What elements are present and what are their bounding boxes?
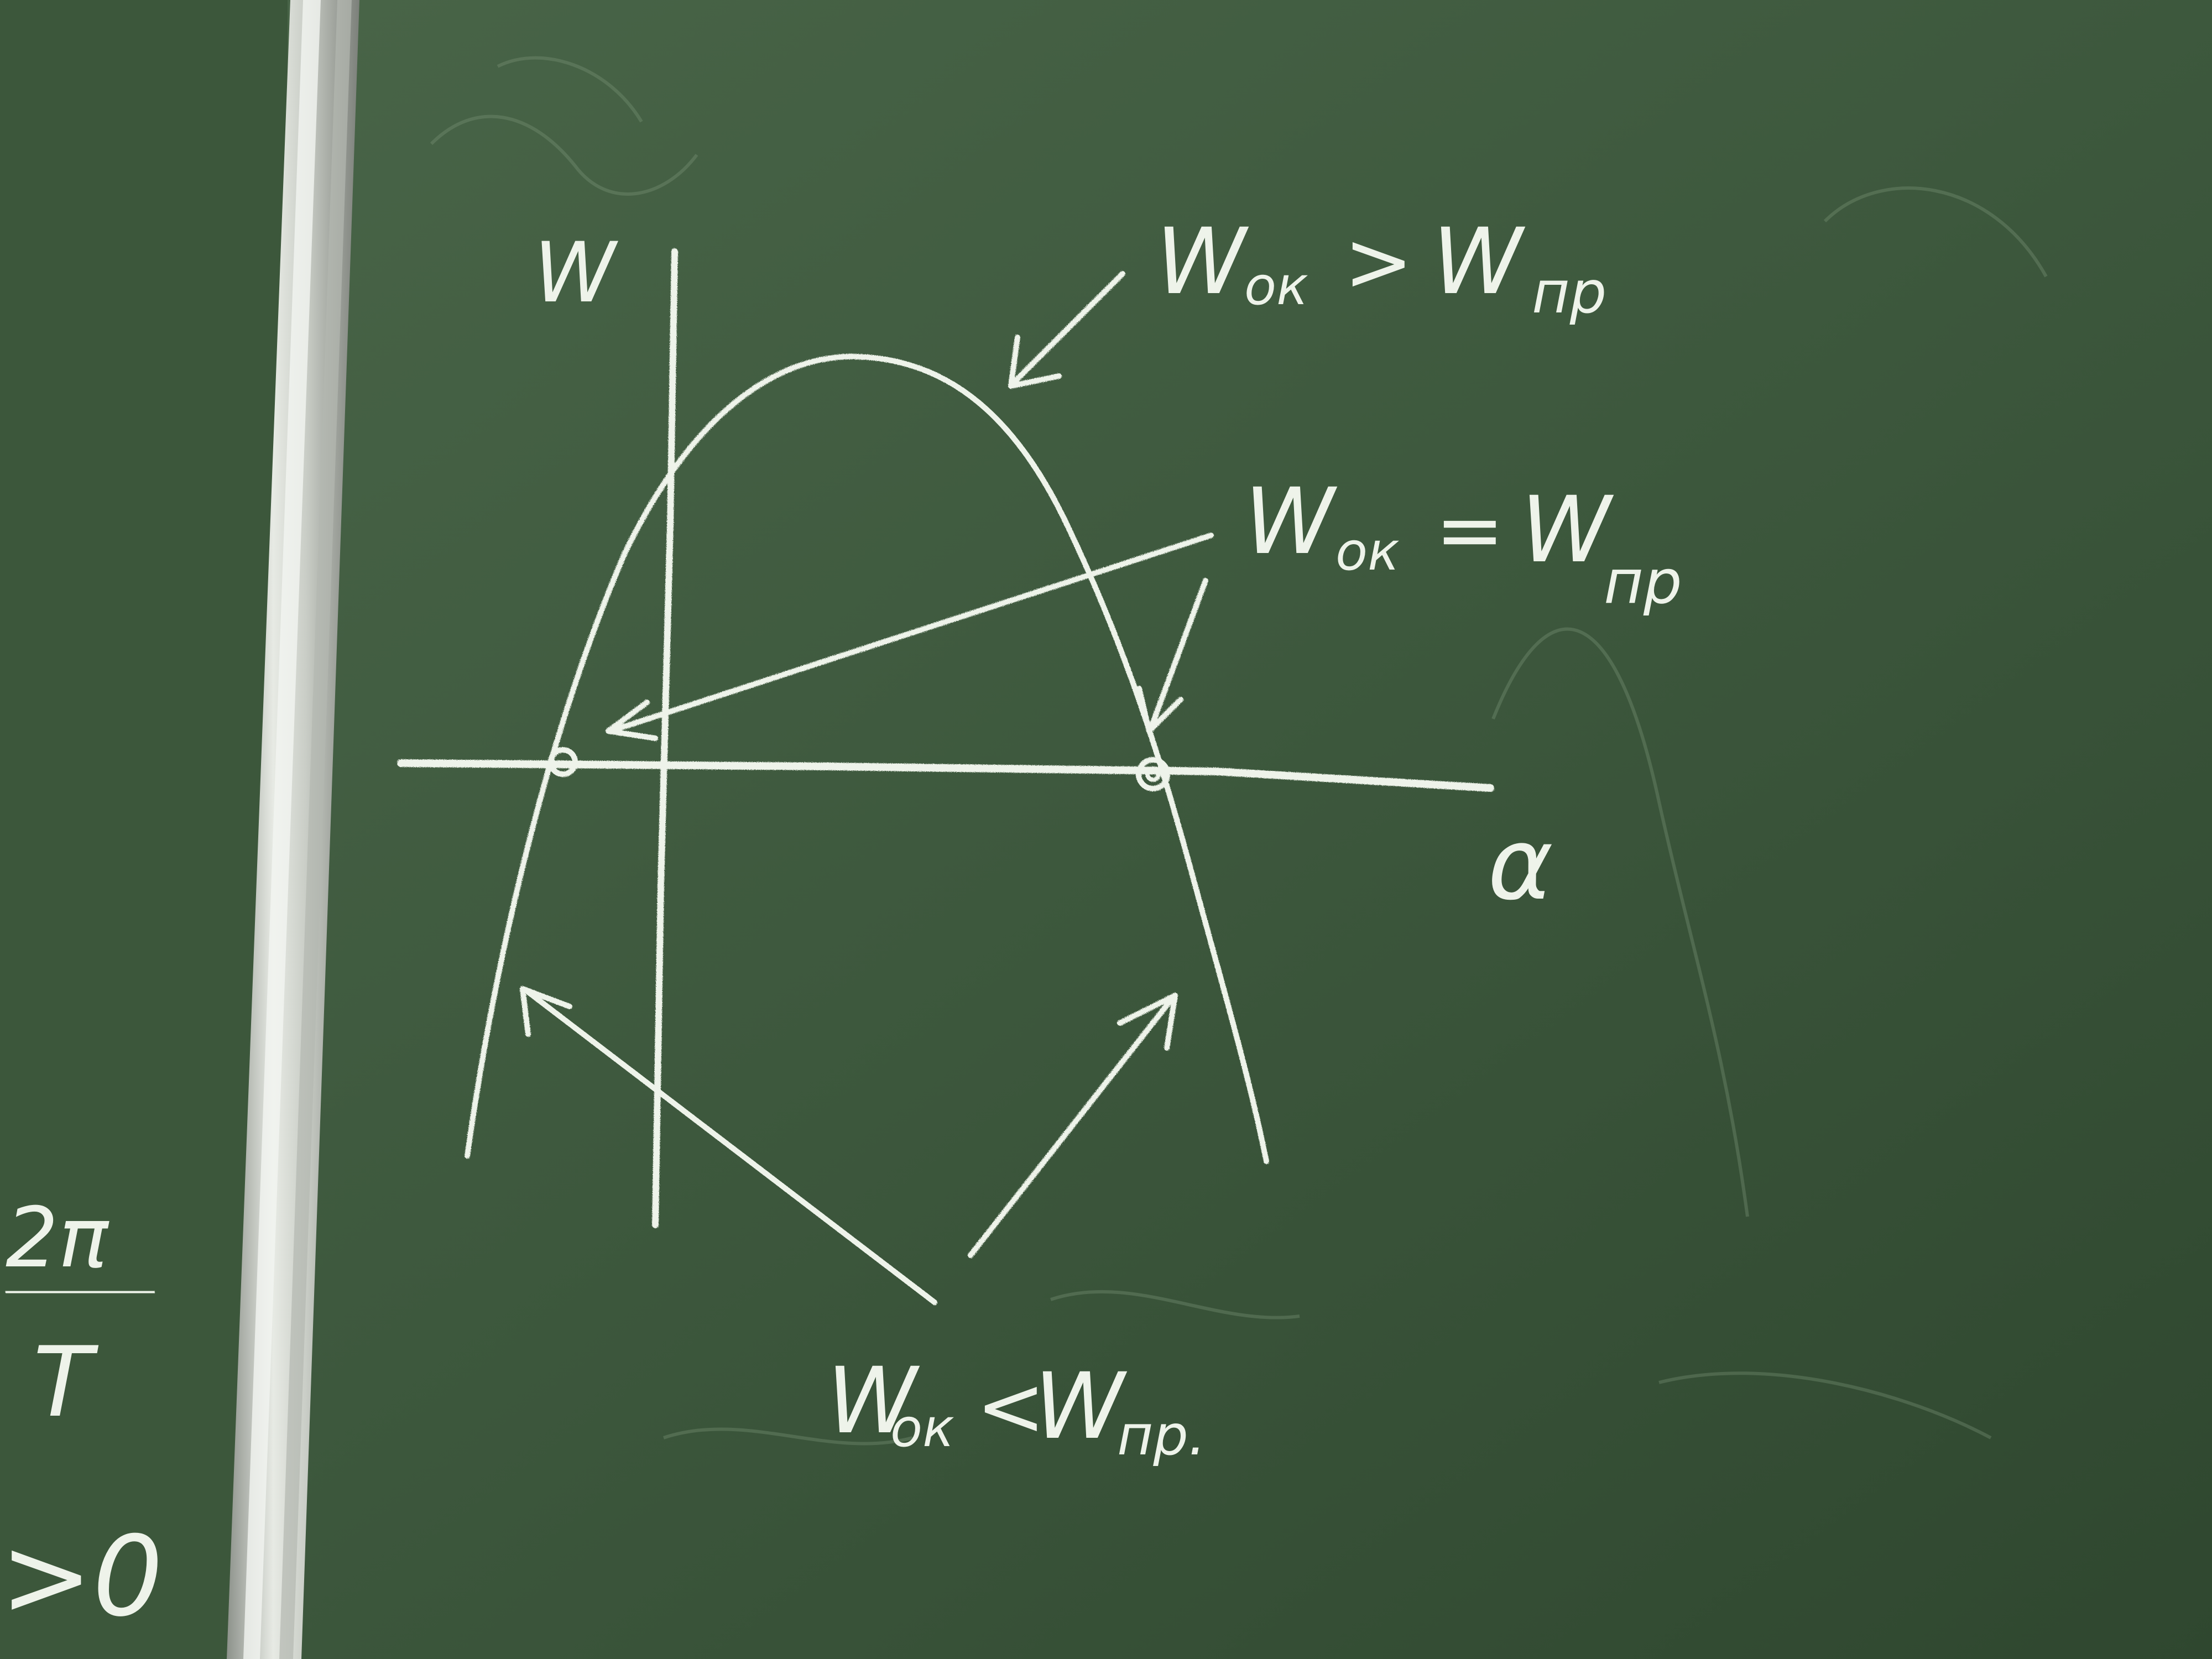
svg-text:W: W	[1156, 208, 1249, 315]
fraction-bar	[5, 1288, 155, 1296]
fraction-denominator: T	[33, 1327, 99, 1439]
svg-text:ок: ок	[890, 1398, 954, 1459]
arrow-mid-long-head	[606, 700, 658, 741]
arrow-mid-short	[1147, 578, 1208, 733]
fraction-numerator: 2π	[6, 1190, 109, 1286]
svg-text:W: W	[1244, 468, 1338, 575]
svg-text:пр: пр	[1604, 546, 1682, 617]
svg-text:>: >	[1344, 214, 1413, 310]
svg-text:ок: ок	[1335, 521, 1400, 582]
svg-text:ок: ок	[1244, 256, 1308, 317]
arrow-bottom-right	[968, 995, 1175, 1258]
left-equilibrium-point	[548, 747, 578, 777]
svg-text:W: W	[1432, 208, 1526, 315]
inequality-text: >0	[0, 1512, 163, 1641]
arrow-top	[1009, 271, 1125, 387]
board-frame-divider	[227, 0, 359, 1659]
erased-chalk-smudges	[430, 56, 2048, 1446]
arrow-mid-short-head	[1136, 686, 1183, 734]
svg-text:W: W	[827, 1348, 920, 1454]
svg-text:<: <	[976, 1359, 1046, 1455]
svg-text:пр: пр	[1532, 259, 1606, 326]
arrow-top-head	[1008, 335, 1062, 389]
arrow-mid-long	[611, 533, 1214, 733]
svg-text:W: W	[1521, 477, 1614, 583]
label-work-lt: W ок < W пр.	[827, 1348, 1206, 1468]
svg-text:пр.: пр.	[1117, 1403, 1206, 1468]
arrow-bottom-left-head	[520, 986, 572, 1037]
arrow-bottom-left	[523, 987, 937, 1305]
x-axis	[397, 759, 1494, 792]
label-work-gt: W ок > W пр	[1156, 208, 1606, 326]
label-work-eq: W ок = W пр	[1244, 468, 1682, 617]
graph	[397, 248, 1494, 1305]
arrow-bottom-right-head	[1117, 993, 1178, 1051]
svg-text:=: =	[1435, 482, 1505, 578]
x-axis-label: α	[1488, 807, 1553, 922]
right-equilibrium-point-inner	[1145, 766, 1161, 782]
left-panel-formula: 2π T >0	[0, 1190, 163, 1641]
svg-text:W: W	[1034, 1353, 1128, 1459]
y-axis-label: W	[534, 225, 618, 321]
right-equilibrium-point	[1136, 757, 1170, 791]
y-axis	[652, 248, 678, 1228]
parabola-curve	[465, 353, 1269, 1164]
